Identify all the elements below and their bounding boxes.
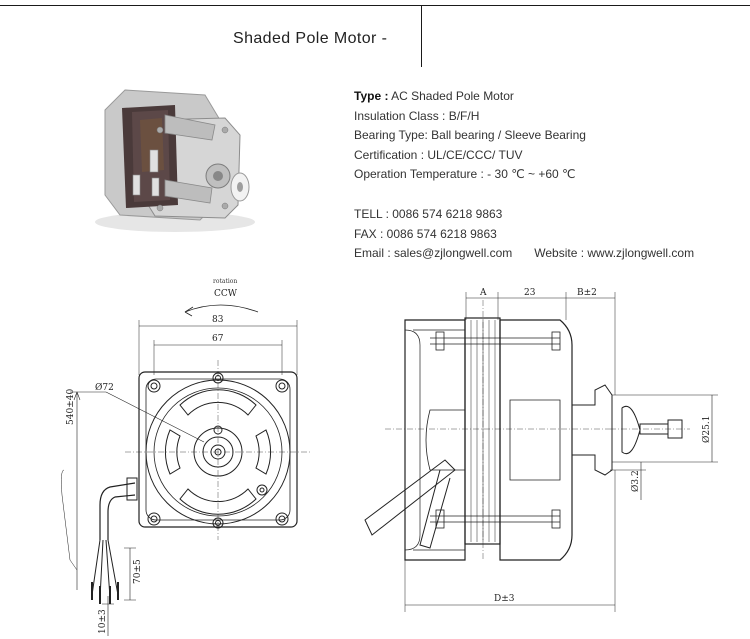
rotation-label: rotation: [213, 278, 237, 285]
dim-b: B±2: [577, 288, 597, 298]
diameter-dim: Ø72: [95, 382, 114, 393]
header-divider: [421, 5, 422, 67]
width-inner-dim: 67: [212, 334, 224, 344]
dim-23: 23: [524, 288, 536, 298]
contact-fax: FAX : 0086 574 6218 9863: [354, 226, 497, 241]
width-outer-dim: 83: [212, 315, 224, 325]
contact-email: Email : sales@zjlongwell.com: [354, 246, 513, 261]
tip-length-dim: 10±3: [98, 609, 108, 634]
spec-temperature: Operation Temperature : - 30 ℃ ~ +60 ℃: [354, 167, 576, 182]
spec-certification: Certification : UL/CE/CCC/ TUV: [354, 147, 523, 162]
boss-dia-dim: Ø25.1: [701, 416, 712, 443]
lead-length-dim: 540±40: [66, 389, 76, 425]
spec-list: Type : AC Shaded Pole Motor Insulation C…: [354, 87, 586, 185]
page-title: Shaded Pole Motor -: [233, 30, 388, 47]
spec-type: Type : AC Shaded Pole Motor: [354, 87, 586, 107]
side-view-drawing: [364, 292, 718, 612]
spec-type-label: Type :: [354, 89, 389, 103]
spec-bearing: Bearing Type: Ball bearing / Sleeve Bear…: [354, 128, 586, 143]
spec-insulation: Insulation Class : B/F/H: [354, 108, 480, 123]
dim-a: A: [479, 288, 487, 298]
contact-info: TELL : 0086 574 6218 9863 FAX : 0086 574…: [354, 205, 694, 264]
motor-photo: [95, 89, 255, 232]
header-rule: [0, 5, 750, 6]
shaft-dia-dim: Ø3.2: [630, 470, 641, 492]
front-view-drawing: [61, 304, 312, 636]
contact-email-web: Email : sales@zjlongwell.com Website : ww…: [354, 244, 694, 264]
direction-label: CCW: [214, 289, 238, 299]
strip-length-dim: 70±5: [133, 559, 143, 584]
dim-d: D±3: [494, 594, 515, 604]
contact-tel: TELL : 0086 574 6218 9863: [354, 207, 503, 221]
contact-website: Website : www.zjlongwell.com: [534, 246, 695, 261]
spec-type-value: AC Shaded Pole Motor: [391, 89, 514, 103]
